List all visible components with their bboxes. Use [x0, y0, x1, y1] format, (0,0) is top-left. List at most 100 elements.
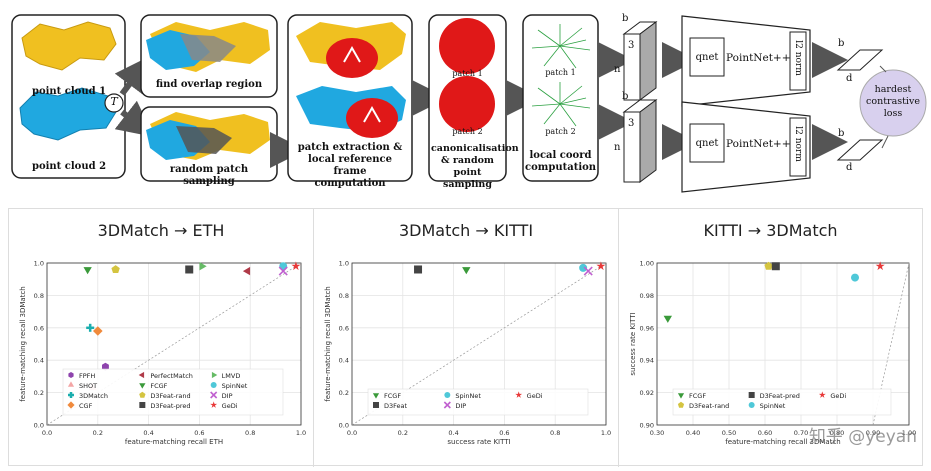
legend-label: 3DMatch [79, 392, 108, 400]
legend-marker [138, 371, 145, 379]
data-point-dip [278, 266, 288, 276]
x-tick-label: 0.4 [448, 429, 458, 437]
y-axis-label: feature-matching recall 3DMatch [19, 286, 27, 401]
legend-marker [818, 391, 826, 398]
lcc-label: local coord computation [525, 150, 596, 174]
x-tick-label: 1.00 [902, 429, 916, 437]
output-bottom [836, 139, 884, 161]
pipeline-diagram: point cloud 1 point cloud 2 T find overl… [0, 0, 931, 195]
legend-marker [210, 401, 218, 408]
tensor-bottom-3: 3 [628, 118, 635, 129]
data-point-d3feat-pred [185, 265, 194, 274]
qnet-bottom: qnet [695, 138, 719, 149]
legend-marker [515, 391, 523, 398]
x-tick-label: 0.60 [758, 429, 772, 437]
pipeline-graphics [11, 14, 927, 193]
legend-marker [67, 381, 75, 387]
extract-line-1: patch extraction & [297, 142, 403, 153]
x-axis-label: feature-matching recall 3DMatch [725, 438, 840, 446]
out-bottom-b: b [838, 128, 845, 139]
y-tick-label: 0.92 [640, 389, 654, 397]
x-tick-label: 0.80 [830, 429, 844, 437]
legend-label: D3Feat-rand [150, 392, 190, 400]
arrow-to-overlap [114, 55, 151, 96]
data-point-d3feat-rand [764, 261, 773, 270]
legend-marker [372, 393, 380, 399]
pc1-label: point cloud 1 [31, 86, 107, 97]
tensor-bottom-n: n [614, 142, 621, 153]
legend-label: FCGF [384, 392, 401, 400]
y-axis-label: success rate KITTI [629, 312, 637, 375]
legend-marker [748, 402, 755, 408]
out-top-d: d [846, 73, 853, 84]
legend-label: DIP [455, 402, 466, 410]
extract-line-3: computation [314, 178, 386, 189]
legend-label: GeDi [830, 392, 846, 400]
x-tick-label: 0.4 [143, 429, 153, 437]
legend-marker [67, 401, 75, 409]
y-tick-label: 0.98 [640, 292, 654, 300]
data-point-gedi [291, 261, 301, 271]
data-point-gedi [875, 261, 885, 271]
y-tick-label: 0.6 [34, 324, 44, 332]
qnet-top: qnet [695, 52, 719, 63]
legend-label: FCGF [150, 382, 167, 390]
legend-marker [748, 392, 755, 398]
transform-label: T [110, 95, 118, 108]
data-point-gedi [596, 261, 606, 271]
legend-marker [68, 372, 74, 378]
output-top [836, 49, 884, 71]
data-point-fcgf [462, 267, 471, 275]
loss-line-2: contrastive [866, 96, 920, 107]
legend-box [367, 388, 589, 416]
canon-patch-2 [439, 76, 495, 132]
legend-label: FPFH [79, 372, 95, 380]
legend-marker [211, 371, 218, 379]
extract-line-2: local reference frame [308, 154, 392, 177]
x-tick-label: 0.8 [550, 429, 560, 437]
lcc-star-1 [531, 24, 591, 69]
x-tick-label: 0.2 [93, 429, 103, 437]
data-point-d3feat-rand [111, 265, 120, 273]
data-point-d3feat [414, 265, 423, 274]
point-cloud-1-shape [21, 21, 117, 71]
legend-marker [139, 391, 146, 398]
canon-patch-2-label: patch 2 [452, 127, 483, 136]
legend-box [62, 368, 284, 416]
legend-marker [373, 402, 379, 408]
canon-line-1: canonicalisation [431, 143, 519, 154]
legend-label: PerfectMatch [150, 372, 193, 380]
watermark: 知乎 @yeyan [808, 427, 917, 447]
y-tick-label: 0.4 [34, 357, 44, 365]
x-tick-label: 0.40 [686, 429, 700, 437]
x-tick-label: 1.0 [296, 429, 306, 437]
y-tick-label: 0.4 [339, 357, 349, 365]
data-point-fcgf [663, 315, 672, 323]
y-tick-label: 0.2 [339, 389, 349, 397]
legend-label: GeDi [527, 392, 543, 400]
data-point-d3feat-pred [771, 262, 780, 271]
data-point-lmvd [199, 262, 207, 271]
legend-box [672, 388, 892, 416]
pointnet-top: PointNet++ [726, 52, 791, 64]
legend-label: LMVD [222, 372, 241, 380]
legend-label: D3Feat-pred [150, 402, 190, 410]
legend-label: CGF [79, 402, 93, 410]
loss-circle [859, 69, 927, 137]
tensor-top-3: 3 [628, 40, 635, 51]
legend-marker [139, 402, 146, 408]
loss-line-3: loss [883, 108, 903, 119]
legend-label: SpinNet [760, 402, 786, 410]
x-tick-label: 0.6 [194, 429, 204, 437]
data-point-fcgf [83, 267, 92, 275]
legend-marker [210, 382, 217, 388]
legend-marker [210, 391, 218, 399]
l2norm-top: l2 norm [793, 40, 803, 76]
x-tick-label: 0.90 [866, 429, 880, 437]
legend-marker [444, 392, 451, 398]
legend-label: SHOT [79, 382, 97, 390]
